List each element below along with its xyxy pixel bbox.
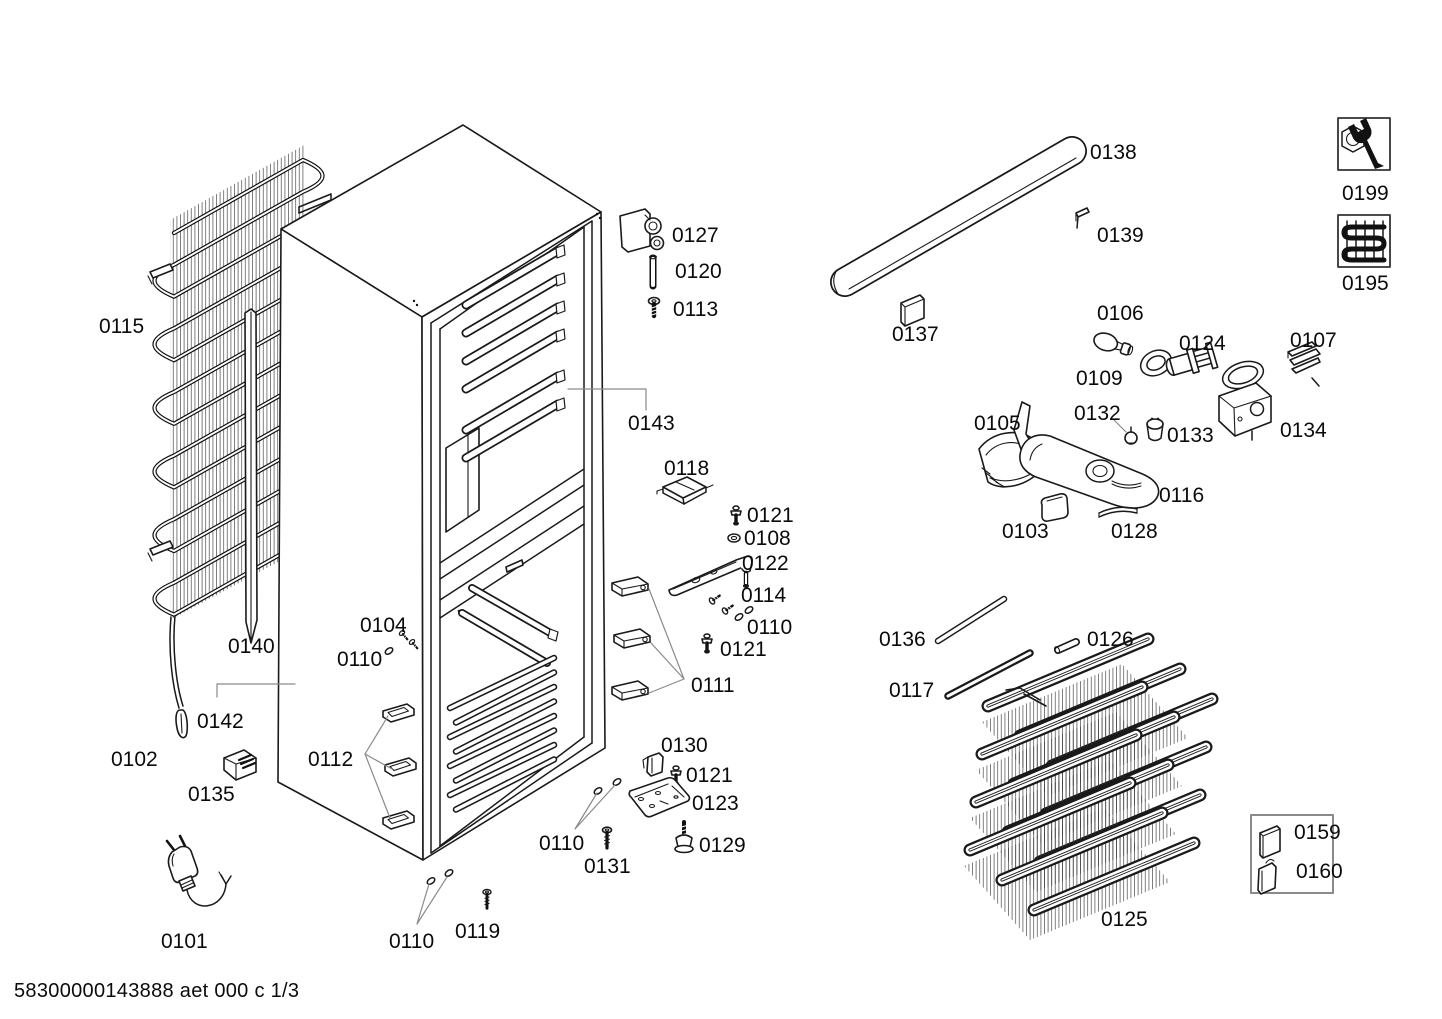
part-label-0124: 0124	[1179, 332, 1226, 355]
leader-lines	[216, 388, 1127, 925]
legend-box	[1250, 814, 1334, 895]
part-label-0106: 0106	[1097, 302, 1144, 325]
part-label-0110: 0110	[389, 930, 435, 953]
handle-cap-0137	[900, 294, 925, 327]
part-label-0115: 0115	[99, 315, 145, 338]
capillary-0102	[175, 709, 189, 739]
switch-0118	[656, 476, 714, 505]
bracket-0107	[1287, 341, 1321, 387]
part-label-0132: 0132	[1074, 402, 1121, 425]
document-code: 58300000143888 aet 000 c 1/3	[14, 980, 300, 1002]
hinge-pin-0120	[649, 254, 657, 290]
clip-0130	[642, 752, 664, 777]
part-label-0143: 0143	[628, 412, 675, 435]
washer-0108	[727, 533, 741, 543]
tube-0117	[944, 649, 1034, 700]
part-label-0110: 0110	[747, 616, 793, 639]
part-label-0138: 0138	[1090, 141, 1137, 164]
part-label-0120: 0120	[675, 260, 722, 283]
part-label-0116: 0116	[1159, 484, 1205, 507]
part-label-0104: 0104	[360, 614, 407, 637]
part-label-0113: 0113	[673, 298, 719, 321]
part-label-0108: 0108	[744, 527, 791, 550]
part-label-0199: 0199	[1342, 182, 1389, 205]
thermostat-0134	[1218, 360, 1272, 441]
part-label-0114: 0114	[741, 584, 787, 607]
part-label-0128: 0128	[1111, 520, 1158, 543]
shelf-supports-0111	[611, 576, 651, 701]
part-label-0127: 0127	[672, 224, 719, 247]
screw-0131	[600, 825, 614, 850]
cover-strip-0140	[244, 308, 258, 644]
part-label-0129: 0129	[699, 834, 746, 857]
hinge-bracket-0127	[619, 208, 665, 253]
knob-0132	[1124, 426, 1138, 445]
part-label-0131: 0131	[584, 855, 631, 878]
service-wrench-icon	[1337, 117, 1391, 171]
lamp-socket-0124	[1165, 341, 1219, 376]
base-plate-0123	[628, 776, 691, 818]
part-label-0123: 0123	[692, 792, 739, 815]
part-label-0110: 0110	[337, 648, 383, 671]
evaporator-0125	[963, 632, 1219, 940]
hinge-bracket-0122	[668, 555, 753, 597]
part-label-0110: 0110	[539, 832, 585, 855]
part-label-0160: 0160	[1296, 860, 1343, 883]
screw-0113	[647, 296, 661, 319]
part-label-0142: 0142	[197, 710, 244, 733]
sleeve-0126	[1053, 638, 1080, 654]
part-label-0109: 0109	[1076, 367, 1123, 390]
part-label-0195: 0195	[1342, 272, 1389, 295]
part-label-0130: 0130	[661, 734, 708, 757]
part-label-0122: 0122	[742, 552, 789, 575]
part-label-0135: 0135	[188, 783, 235, 806]
bulb-0106	[1093, 332, 1134, 356]
part-label-0103: 0103	[1002, 520, 1049, 543]
part-label-0125: 0125	[1101, 908, 1148, 931]
part-label-0159: 0159	[1294, 821, 1341, 844]
screws-0114	[707, 591, 736, 617]
part-label-0140: 0140	[228, 635, 275, 658]
part-label-0105: 0105	[974, 412, 1021, 435]
part-label-0121: 0121	[686, 764, 733, 787]
part-label-0111: 0111	[691, 674, 735, 697]
tube-0136	[934, 595, 1008, 645]
part-label-0119: 0119	[455, 920, 501, 943]
part-label-0139: 0139	[1097, 224, 1144, 247]
part-label-0133: 0133	[1167, 424, 1214, 447]
cabinet-body	[277, 124, 606, 861]
part-label-0137: 0137	[892, 323, 939, 346]
part-label-0136: 0136	[879, 628, 926, 651]
part-label-0101: 0101	[161, 930, 208, 953]
seal-ring-0109	[1139, 349, 1173, 377]
part-label-0118: 0118	[664, 457, 710, 480]
part-label-0121: 0121	[747, 504, 794, 527]
part-label-0102: 0102	[111, 748, 158, 771]
part-label-0107: 0107	[1290, 329, 1337, 352]
lamp-housing-0116	[1013, 401, 1160, 509]
knob-0103	[1040, 493, 1069, 522]
socket-0133	[1146, 417, 1164, 442]
door-handle-0138	[830, 136, 1087, 297]
strip-0128	[1098, 506, 1138, 518]
power-cord-0101	[165, 834, 232, 907]
handle-clip-0139	[1075, 207, 1090, 229]
part-label-0117: 0117	[889, 679, 935, 702]
terminal-block-0135	[223, 749, 257, 781]
foot-screw-0129	[674, 820, 694, 854]
part-label-0134: 0134	[1280, 419, 1327, 442]
part-label-0112: 0112	[308, 748, 354, 771]
part-label-0126: 0126	[1087, 628, 1134, 651]
compressor-coil-icon	[1337, 214, 1391, 268]
screw-0119	[481, 888, 493, 910]
part-label-0121: 0121	[720, 638, 767, 661]
